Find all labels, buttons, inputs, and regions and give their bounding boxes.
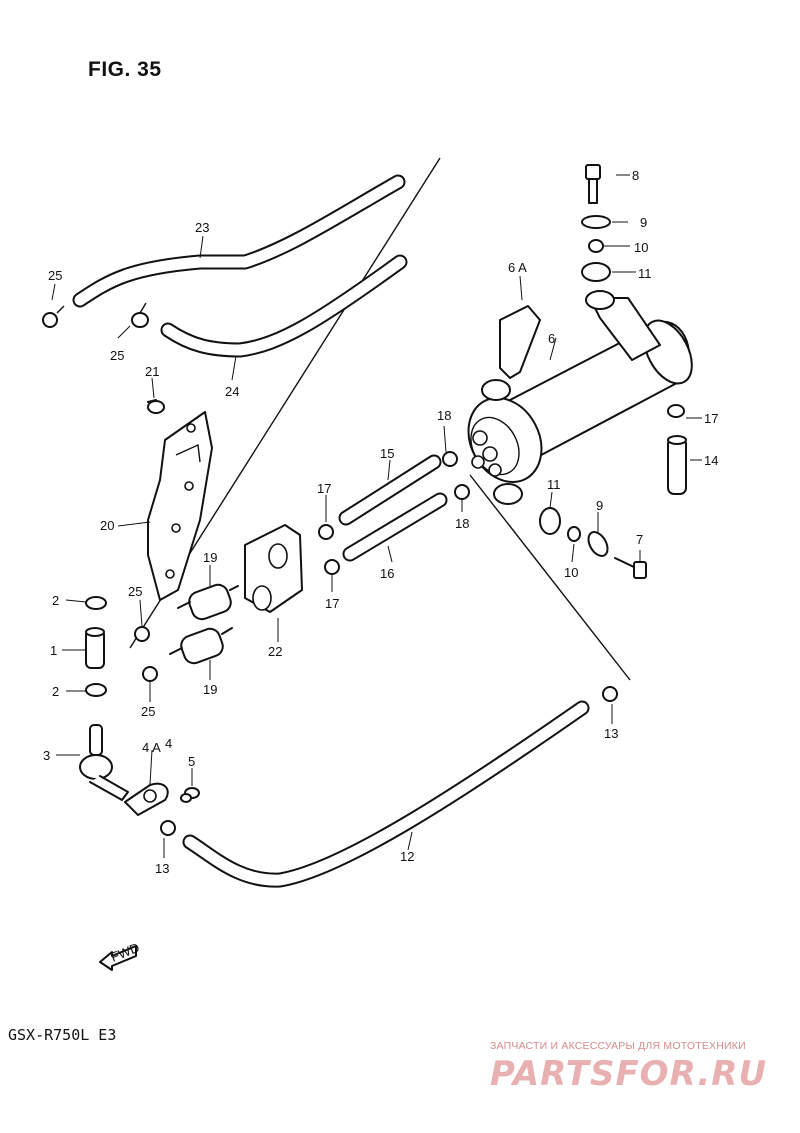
callout-1: 1 bbox=[50, 643, 57, 658]
model-code: GSX-R750L E3 bbox=[8, 1026, 117, 1044]
washer-9-top[interactable] bbox=[581, 215, 611, 229]
callout-13-left: 13 bbox=[155, 861, 169, 876]
leader-lines bbox=[51, 174, 702, 858]
hose-14[interactable] bbox=[667, 435, 687, 495]
callout-23: 23 bbox=[195, 220, 209, 235]
clip-25-c[interactable] bbox=[134, 626, 150, 642]
clip-18-b[interactable] bbox=[454, 484, 470, 500]
spacer-10-top[interactable] bbox=[588, 239, 604, 253]
callout-8: 8 bbox=[632, 168, 639, 183]
callout-25-d: 25 bbox=[141, 704, 155, 719]
callout-15: 15 bbox=[380, 446, 394, 461]
callout-11-top: 11 bbox=[638, 266, 652, 281]
clip-13-a[interactable] bbox=[602, 686, 618, 702]
callout-21: 21 bbox=[145, 364, 159, 379]
callout-7: 7 bbox=[636, 532, 643, 547]
clip-17-c[interactable] bbox=[667, 404, 685, 418]
callout-2-a: 2 bbox=[52, 593, 59, 608]
clip-25-d[interactable] bbox=[142, 666, 158, 682]
callout-3: 3 bbox=[43, 748, 50, 763]
callout-9-side: 9 bbox=[596, 498, 603, 513]
watermark-text: ЗАПЧАСТИ И АКСЕССУАРЫ ДЛЯ МОТОТЕХНИКИ bbox=[490, 1040, 746, 1052]
callout-13-right: 13 bbox=[604, 726, 618, 741]
clip-13-b[interactable] bbox=[160, 820, 176, 836]
callout-11-side: 11 bbox=[547, 477, 561, 492]
hose-24[interactable] bbox=[160, 254, 408, 358]
canister-6[interactable] bbox=[454, 313, 701, 505]
callout-17-lower: 17 bbox=[325, 596, 339, 611]
clip-2-a[interactable] bbox=[85, 596, 107, 610]
callout-12: 12 bbox=[400, 849, 414, 864]
hose-16[interactable] bbox=[342, 492, 448, 562]
clip-25-a[interactable] bbox=[42, 305, 65, 328]
callout-20: 20 bbox=[100, 518, 114, 533]
callout-10-side: 10 bbox=[564, 565, 578, 580]
reference-line bbox=[469, 474, 631, 681]
callout-17-right: 17 bbox=[704, 411, 718, 426]
callout-14: 14 bbox=[704, 453, 718, 468]
clamp-4[interactable] bbox=[124, 782, 169, 816]
bolt-8[interactable] bbox=[585, 164, 601, 204]
valve-19-lower[interactable] bbox=[169, 626, 233, 666]
hose-12[interactable] bbox=[182, 700, 590, 888]
washer-9-side[interactable] bbox=[585, 529, 612, 560]
callout-10-top: 10 bbox=[634, 240, 648, 255]
callouts: 1 2 2 3 4 4 A 5 6 6 A 7 8 9 9 10 10 11 1… bbox=[43, 168, 718, 876]
spacer-10-side[interactable] bbox=[567, 526, 581, 542]
figure-title: FIG. 35 bbox=[88, 58, 162, 81]
callout-24: 24 bbox=[225, 384, 239, 399]
callout-25-a: 25 bbox=[48, 268, 62, 283]
hose-1[interactable] bbox=[85, 627, 105, 669]
callout-6a: 6 A bbox=[508, 260, 527, 275]
callout-25-c: 25 bbox=[128, 584, 142, 599]
bolt-21[interactable] bbox=[147, 399, 165, 414]
callout-25-b: 25 bbox=[110, 348, 124, 363]
callout-19-upper: 19 bbox=[203, 550, 217, 565]
clip-17-a[interactable] bbox=[318, 524, 334, 540]
clip-2-b[interactable] bbox=[85, 683, 107, 697]
clip-25-b[interactable] bbox=[131, 302, 149, 328]
hose-23[interactable] bbox=[72, 174, 406, 308]
valve-19-upper[interactable] bbox=[177, 582, 239, 622]
callout-18-lower: 18 bbox=[455, 516, 469, 531]
bolt-7[interactable] bbox=[614, 557, 647, 579]
callout-9-top: 9 bbox=[640, 215, 647, 230]
hose-15[interactable] bbox=[338, 454, 442, 526]
watermark-logo: PARTSFOR.RU bbox=[490, 1054, 768, 1094]
callout-17-upper: 17 bbox=[317, 481, 331, 496]
fitting-3[interactable] bbox=[79, 724, 129, 801]
bolt-5[interactable] bbox=[180, 787, 200, 803]
strap-6a[interactable] bbox=[499, 290, 661, 379]
callout-6: 6 bbox=[548, 331, 555, 346]
holder-22[interactable] bbox=[244, 524, 303, 613]
callout-4a: 4 A bbox=[142, 740, 161, 755]
callout-5: 5 bbox=[188, 754, 195, 769]
bracket-20[interactable] bbox=[147, 411, 213, 601]
grommet-11-side[interactable] bbox=[539, 507, 561, 535]
fwd-arrow: FWD bbox=[99, 940, 142, 971]
callout-16: 16 bbox=[380, 566, 394, 581]
callout-22: 22 bbox=[268, 644, 282, 659]
clip-17-b[interactable] bbox=[324, 559, 340, 575]
callout-4: 4 bbox=[165, 736, 172, 751]
grommet-11-top[interactable] bbox=[581, 262, 611, 282]
callout-2-b: 2 bbox=[52, 684, 59, 699]
clip-18-a[interactable] bbox=[442, 451, 458, 467]
callout-18-upper: 18 bbox=[437, 408, 451, 423]
callout-19-lower: 19 bbox=[203, 682, 217, 697]
